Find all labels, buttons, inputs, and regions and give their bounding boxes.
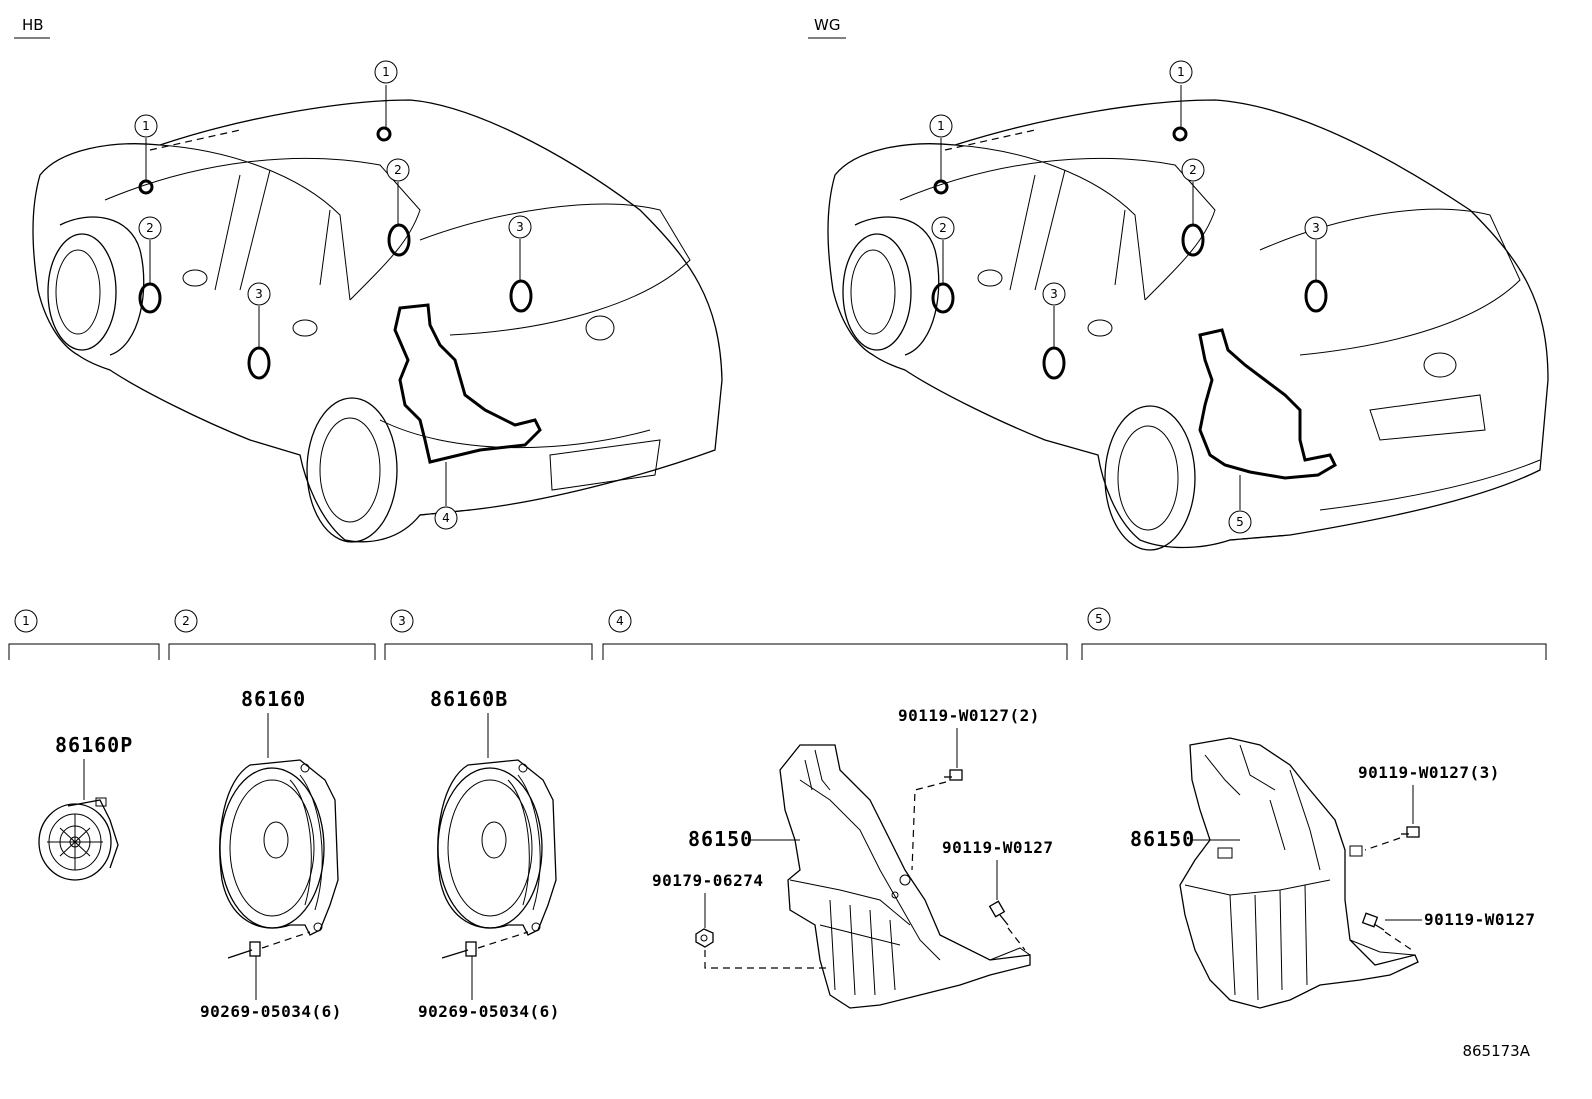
- callout-circle: [1181, 158, 1205, 182]
- callout-circle: [247, 282, 271, 306]
- callout-circle: [931, 216, 955, 240]
- callout-number: 5: [1236, 515, 1244, 529]
- part-number-86160P: 86160P: [55, 733, 133, 757]
- speaker-icon: [219, 759, 339, 936]
- part-number-90119-W0127: 90119-W0127: [942, 838, 1053, 857]
- part-number-90119-W0127-3: 90119-W0127(3): [1358, 763, 1500, 782]
- part-number-86160B: 86160B: [430, 687, 508, 711]
- callout-number: 2: [146, 221, 154, 235]
- group-number-circle: [14, 609, 38, 633]
- callout-circle: [1304, 216, 1328, 240]
- part-number-90269-05034: 90269-05034(6): [418, 1002, 560, 1021]
- callout-circle: [434, 506, 458, 530]
- callout-number: 3: [1050, 287, 1058, 301]
- group-number-circle: [174, 609, 198, 633]
- bolt-icon: [988, 900, 1009, 926]
- callout-circle: [929, 114, 953, 138]
- speaker-box-icon: [779, 744, 1031, 1009]
- callouts-hb: 1 2 1 2 3 3 4: [134, 60, 532, 530]
- group-5-speaker-box: 86150 90119-W0127(3) 90119-W0127: [1130, 737, 1535, 1009]
- view-wg: WG: [808, 16, 1549, 551]
- callout-circle: [1169, 60, 1193, 84]
- tweeter-icon: [38, 797, 119, 881]
- group-1-tweeter: 86160P: [38, 733, 133, 881]
- group-2-speaker: 86160 90269-05034(6): [200, 687, 342, 1021]
- group-number: 1: [22, 614, 30, 628]
- callout-circle: [386, 158, 410, 182]
- callout-circle: [374, 60, 398, 84]
- callout-circle: [134, 114, 158, 138]
- group-bracket: [1081, 643, 1547, 660]
- screw-icon: [441, 931, 529, 959]
- callout-number: 2: [394, 163, 402, 177]
- callout-number: 1: [382, 65, 390, 79]
- callout-number: 3: [1312, 221, 1320, 235]
- callout-circle: [508, 215, 532, 239]
- bolt-icon: [1361, 912, 1385, 931]
- speaker-icon: [437, 759, 557, 936]
- callout-number: 4: [442, 511, 450, 525]
- part-number-86150: 86150: [1130, 827, 1195, 851]
- car-illustration-wg: [827, 99, 1549, 551]
- group-number: 5: [1095, 612, 1103, 626]
- nut-icon: [695, 928, 714, 948]
- callout-circle: [1042, 282, 1066, 306]
- part-number-90179-06274: 90179-06274: [652, 871, 763, 890]
- group-headers: 1 2 3 4 5: [8, 607, 1547, 660]
- group-bracket: [8, 643, 160, 660]
- group-number-circle: [608, 609, 632, 633]
- group-number: 3: [398, 614, 406, 628]
- group-bracket: [384, 643, 593, 660]
- group-number-circle: [1087, 607, 1111, 631]
- group-bracket: [168, 643, 376, 660]
- bolt-icon: [1401, 826, 1420, 838]
- group-bracket: [602, 643, 1068, 660]
- part-number-90119-W0127-2: 90119-W0127(2): [898, 706, 1040, 725]
- group-4-speaker-box: 90119-W0127(2) 86150 90119-W0127 90179-0…: [652, 706, 1053, 1009]
- car-illustration-hb: [32, 99, 723, 543]
- group-number: 2: [182, 614, 190, 628]
- speaker-box-icon: [1179, 737, 1419, 1009]
- group-number: 4: [616, 614, 624, 628]
- part-number-86150: 86150: [688, 827, 753, 851]
- callout-number: 3: [255, 287, 263, 301]
- callout-number: 1: [1177, 65, 1185, 79]
- callout-number: 3: [516, 220, 524, 234]
- group-3-speaker: 86160B 90269-05034(6): [418, 687, 560, 1021]
- screw-icon: [227, 931, 311, 959]
- view-label-wg: WG: [814, 16, 840, 34]
- part-number-86160: 86160: [241, 687, 306, 711]
- part-number-90119-W0127: 90119-W0127: [1424, 910, 1535, 929]
- group-number-circle: [390, 609, 414, 633]
- callout-number: 1: [142, 119, 150, 133]
- callout-number: 1: [937, 119, 945, 133]
- callouts-wg: 1 2 1 2 3 3 5: [929, 60, 1328, 534]
- callout-circle: [138, 216, 162, 240]
- figure-id: 865173A: [1462, 1042, 1530, 1060]
- callout-number: 2: [1189, 163, 1197, 177]
- callout-number: 2: [939, 221, 947, 235]
- view-hb: HB: [14, 16, 723, 543]
- callout-circle: [1228, 510, 1252, 534]
- view-label-hb: HB: [22, 16, 44, 34]
- part-number-90269-05034: 90269-05034(6): [200, 1002, 342, 1021]
- bolt-icon: [944, 769, 963, 781]
